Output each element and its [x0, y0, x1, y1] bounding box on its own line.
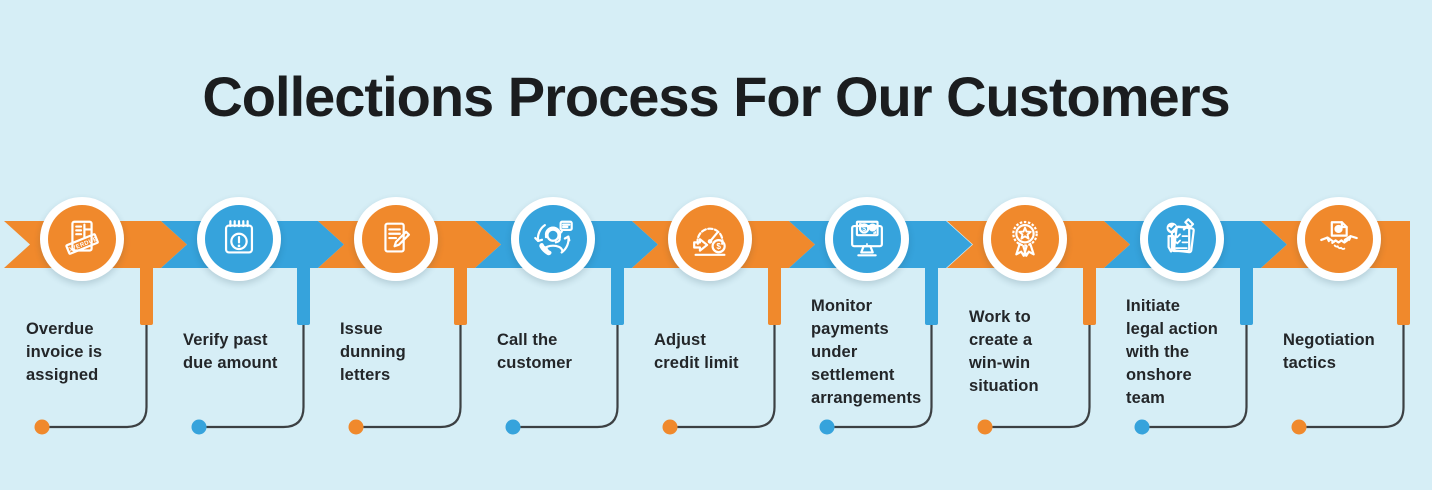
step-label: Work to create a win-win situation: [969, 308, 1039, 395]
ribbon-fold-bar: [297, 266, 310, 325]
connector-dot: [977, 419, 993, 435]
connector-dot: [1291, 419, 1307, 435]
connector-line: [191, 325, 305, 435]
legal-action-icon: [1166, 218, 1195, 254]
process-step-3: Issue dunning letters: [318, 0, 501, 490]
step-label: Overdue invoice is assigned: [26, 319, 103, 384]
process-step-1: OVERDUE Overdue invoice is assigned: [4, 0, 187, 490]
step-icon-badge: [197, 197, 281, 281]
ribbon-fold-bar: [140, 266, 153, 325]
ribbon-fold-bar: [1083, 266, 1096, 325]
dollar-sign: $: [716, 242, 721, 251]
step-icon-badge: [511, 197, 595, 281]
step-icon-badge: [983, 197, 1067, 281]
connector-line: [819, 325, 933, 435]
connector-line: [505, 325, 619, 435]
ribbon-fold-bar: [454, 266, 467, 325]
step-label: Initiate legal action with the onshore t…: [1126, 296, 1218, 407]
step-icon-badge: [1140, 197, 1224, 281]
call-agent-icon: [534, 220, 573, 256]
connector-line: [34, 325, 148, 435]
ribbon-fold-bar: [611, 266, 624, 325]
calendar-alert-icon: [224, 220, 254, 254]
step-icon-badge: $: [825, 197, 909, 281]
connector-dot: [819, 419, 835, 435]
dunning-letter-icon: [384, 222, 411, 253]
process-step-4: Call the customer: [475, 0, 658, 490]
connector-dot: [1134, 419, 1150, 435]
step-label: Call the customer: [497, 331, 573, 372]
connector-dot: [191, 419, 207, 435]
process-step-2: Verify past due amount: [161, 0, 344, 490]
award-ribbon-icon: [1012, 220, 1038, 257]
connector-dot: [505, 419, 521, 435]
step-label: Negotiation tactics: [1283, 331, 1375, 372]
connector-line: [1291, 325, 1405, 435]
connector-line: [1134, 325, 1248, 435]
step-icon-badge: OVERDUE: [40, 197, 124, 281]
connector-dot: [662, 419, 678, 435]
process-step-8: Initiate legal action with the onshore t…: [1104, 0, 1287, 490]
ribbon-fold-bar: [925, 266, 938, 325]
connector-line: [662, 325, 776, 435]
connector-dot: [348, 419, 364, 435]
connector-line: [977, 325, 1091, 435]
connector-line: [348, 325, 462, 435]
ribbon-fold-bar: [768, 266, 781, 325]
page-title: Collections Process For Our Customers: [202, 65, 1230, 128]
step-icon-badge: [354, 197, 438, 281]
step-label: Adjust credit limit: [654, 331, 739, 372]
process-step-5: $ Adjust credit limit: [632, 0, 815, 490]
connector-dot: [34, 419, 50, 435]
step-icon-badge: $: [668, 197, 752, 281]
monitor-payments-icon: $: [851, 220, 883, 257]
ribbon-fold-bar: [1397, 266, 1410, 325]
credit-gauge-icon: $: [693, 227, 726, 256]
step-label: Monitor payments under settlement arrang…: [811, 296, 922, 407]
overdue-invoice-icon: OVERDUE: [65, 220, 99, 255]
process-step-9: Negotiation tactics: [1261, 0, 1418, 490]
step-label: Issue dunning letters: [340, 319, 406, 384]
step-label: Verify past due amount: [183, 331, 278, 372]
ribbon-fold-bar: [1240, 266, 1253, 325]
dollar-sign: $: [862, 225, 866, 233]
handshake-document-icon: [1320, 221, 1358, 250]
step-icon-badge: [1297, 197, 1381, 281]
process-step-7: Work to create a win-win situation: [947, 0, 1130, 490]
process-step-6: $ Monitor payments under settlement arra…: [789, 0, 972, 490]
